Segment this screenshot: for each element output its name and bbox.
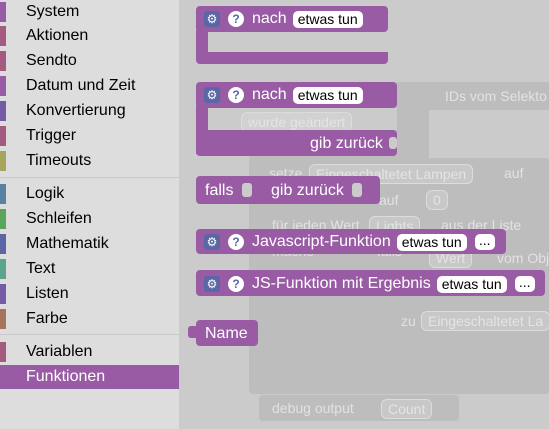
ghost-text-vom-obj: vom Obje — [497, 250, 549, 266]
help-icon[interactable]: ? — [228, 87, 244, 103]
ghost-field-zero: 0 — [426, 190, 448, 210]
category-color — [0, 101, 6, 121]
procedure-block-1-bottom — [196, 52, 388, 64]
help-icon[interactable]: ? — [228, 234, 244, 250]
category-label: Aktionen — [26, 27, 89, 44]
block-label-js-funktion-mit-ergebnis: JS-Funktion mit Ergebnis — [252, 275, 431, 292]
ghost-block-ids — [394, 82, 549, 110]
background-script: IDs vom Selekto setze Eingeschaltetet La… — [179, 0, 549, 429]
workspace[interactable]: IDs vom Selekto setze Eingeschaltetet La… — [179, 0, 549, 429]
procedure-block-1-spine — [196, 30, 208, 58]
category-color — [0, 234, 6, 254]
category-funktionen[interactable]: Funktionen — [0, 365, 179, 389]
category-color — [0, 51, 6, 71]
category-label: Text — [26, 260, 56, 277]
category-color — [0, 367, 6, 387]
category-color — [0, 309, 6, 329]
category-mathematik[interactable]: Mathematik — [0, 232, 179, 256]
category-color — [0, 76, 6, 96]
block-keyword-falls: falls — [205, 182, 234, 199]
ghost-field-wurde-geaendert: wurde geändert — [241, 112, 353, 132]
block-keyword-gib-zurueck: gib zurück — [271, 182, 344, 199]
category-label: Trigger — [26, 127, 77, 144]
procedure-return-block-bottom — [196, 130, 397, 156]
toolbox-separator — [0, 334, 179, 335]
ghost-field-count: Count — [381, 399, 433, 419]
block-label-name: Name — [205, 325, 248, 342]
category-color — [0, 126, 6, 146]
help-icon[interactable]: ? — [228, 276, 244, 292]
ghost-text-zu: zu — [401, 313, 416, 329]
category-color — [0, 259, 6, 279]
ghost-text-auf: auf — [504, 165, 524, 181]
if-return-block[interactable] — [196, 176, 380, 204]
category-konvertierung[interactable]: Konvertierung — [0, 99, 179, 123]
category-color — [0, 342, 6, 362]
category-text[interactable]: Text — [0, 257, 179, 281]
category-datum-und-zeit[interactable]: Datum und Zeit — [0, 74, 179, 98]
category-color — [0, 209, 6, 229]
value-socket — [352, 183, 362, 197]
name-block-output-tab — [188, 326, 198, 338]
toolbox: System Aktionen Sendto Datum und Zeit Ko… — [0, 0, 179, 429]
gear-icon[interactable]: ⚙ — [204, 11, 220, 27]
toolbox-separator — [0, 177, 179, 178]
category-label: Logik — [26, 185, 65, 202]
category-color — [0, 2, 6, 22]
category-sendto[interactable]: Sendto — [0, 49, 179, 73]
block-keyword-gib-zurueck: gib zurück — [310, 135, 383, 152]
function-name-field[interactable]: etwas tun — [436, 275, 507, 293]
category-logik[interactable]: Logik — [0, 182, 179, 206]
category-label: Mathematik — [26, 235, 109, 252]
category-color — [0, 151, 6, 171]
edit-code-button[interactable]: ... — [474, 233, 495, 250]
category-farbe[interactable]: Farbe — [0, 307, 179, 331]
category-label: Timeouts — [26, 152, 92, 169]
category-label: Variablen — [26, 343, 93, 360]
category-label: Datum und Zeit — [26, 77, 136, 94]
category-listen[interactable]: Listen — [0, 282, 179, 306]
function-name-field[interactable]: etwas tun — [292, 10, 363, 28]
name-block[interactable] — [196, 320, 258, 346]
block-label-javascript-funktion: Javascript-Funktion — [252, 233, 391, 250]
edit-code-button[interactable]: ... — [514, 275, 535, 292]
ghost-text-ids: IDs vom Selekto — [445, 88, 547, 104]
category-aktionen[interactable]: Aktionen — [0, 24, 179, 48]
block-keyword-nach: nach — [252, 10, 287, 27]
category-label: Sendto — [26, 52, 77, 69]
ghost-text-auf-2: auf — [379, 192, 399, 208]
gear-icon[interactable]: ⚙ — [204, 234, 220, 250]
category-label: Farbe — [26, 310, 68, 327]
function-name-field[interactable]: etwas tun — [396, 233, 467, 251]
gear-icon[interactable]: ⚙ — [204, 87, 220, 103]
category-system[interactable]: System — [0, 0, 179, 24]
block-keyword-nach: nach — [252, 86, 287, 103]
category-label: Konvertierung — [26, 102, 126, 119]
condition-socket — [242, 183, 252, 197]
category-label: System — [26, 3, 80, 20]
gear-icon[interactable]: ⚙ — [204, 276, 220, 292]
category-color — [0, 26, 6, 46]
category-color — [0, 284, 6, 304]
category-trigger[interactable]: Trigger — [0, 124, 179, 148]
help-icon[interactable]: ? — [228, 11, 244, 27]
category-color — [0, 184, 6, 204]
function-name-field[interactable]: etwas tun — [292, 86, 363, 104]
category-label: Funktionen — [26, 368, 106, 385]
procedure-block-1-statement-slot — [216, 32, 388, 54]
category-variablen[interactable]: Variablen — [0, 340, 179, 364]
ghost-text-debug-output: debug output — [272, 400, 354, 416]
category-timeouts[interactable]: Timeouts — [0, 149, 179, 173]
return-value-socket — [389, 137, 397, 149]
category-schleifen[interactable]: Schleifen — [0, 207, 179, 231]
ghost-field-eingeschaltetet-la: Eingeschaltetet La — [421, 311, 549, 331]
category-label: Listen — [26, 285, 69, 302]
category-label: Schleifen — [26, 210, 92, 227]
